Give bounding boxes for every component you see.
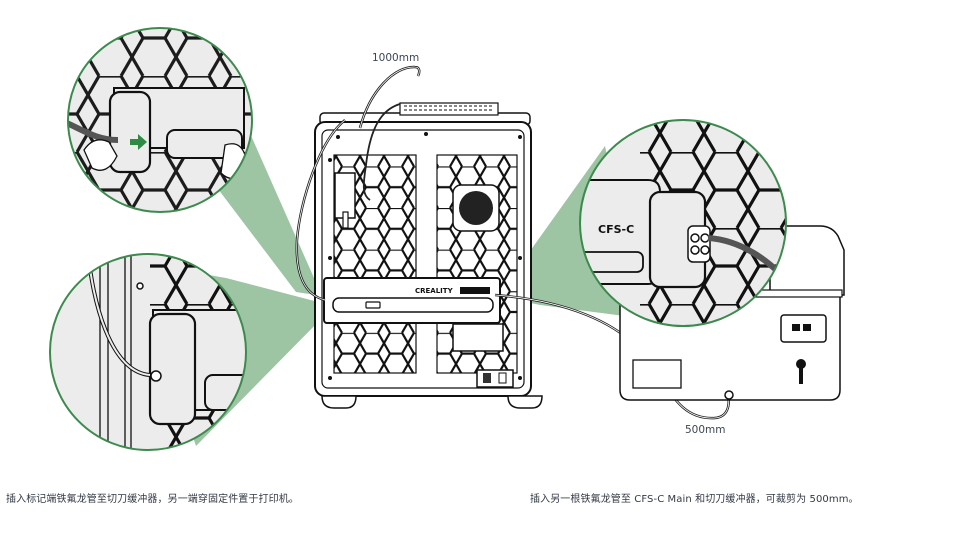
detail-circle-insert-buffer [67, 27, 253, 213]
printer-rear-view: CREALITY [295, 65, 730, 420]
tube-length-500mm-label: 500mm [685, 424, 726, 436]
module-text: CFS-C [598, 223, 634, 236]
tube-length-1000mm-label: 1000mm [372, 52, 420, 64]
zoom-cone-top-left [215, 122, 322, 296]
step-caption-right: 插入另一根铁氟龙管至 CFS-C Main 和切刀缓冲器，可裁剪为 500mm。 [530, 494, 859, 505]
step-caption-left: 插入标记端铁氟龙管至切刀缓冲器，另一端穿固定件置于打印机。 [6, 494, 299, 505]
brand-text: CREALITY [415, 287, 454, 295]
push-right-arrow-icon [130, 134, 147, 150]
